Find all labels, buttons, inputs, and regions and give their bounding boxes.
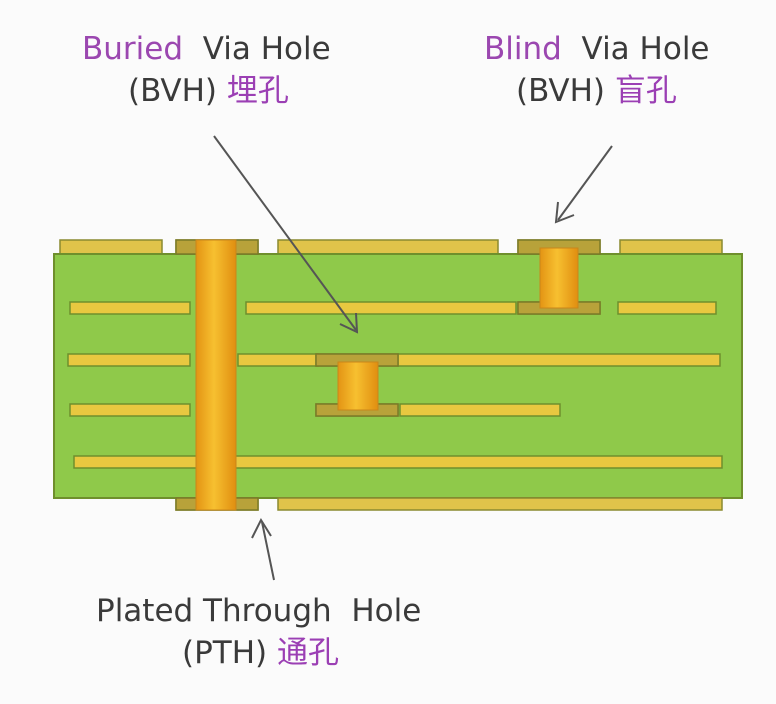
blind-via-label: Blind Via Hole (BVH) 盲孔 [484,28,710,112]
inner-trace [397,353,721,367]
buried-highlight: Buried [82,31,184,67]
inner-trace [617,301,717,315]
inner-trace [237,353,319,367]
pth-line1: Plated Through Hole [96,593,422,629]
top-pad [619,239,723,255]
buried-chinese: 埋孔 [226,73,289,109]
pth-chinese: 通孔 [277,635,339,671]
inner-trace [245,301,517,315]
arrow-to-blind-via [554,145,613,224]
inner-trace [69,301,191,315]
arrow-to-pth [251,517,275,581]
inner-trace [69,403,191,417]
arrow-to-buried-via [213,135,359,334]
blind-via-barrel [539,247,579,309]
pth-abbr: (PTH) [182,635,268,671]
buried-abbr: (BVH) [128,73,218,109]
inner-trace [399,403,561,417]
buried-rest: Via Hole [202,31,331,67]
blind-abbr: (BVH) [516,73,606,109]
buried-via-label: Buried Via Hole (BVH) 埋孔 [82,28,331,112]
blind-highlight: Blind [484,31,562,67]
blind-chinese: 盲孔 [614,73,677,109]
buried-via-barrel [337,361,379,411]
pth-barrel [195,239,237,511]
top-pad [277,239,499,255]
bottom-pad [277,497,723,511]
inner-trace [67,353,191,367]
blind-rest: Via Hole [581,31,710,67]
pth-label: Plated Through Hole (PTH) 通孔 [96,590,421,674]
top-pad [59,239,163,255]
inner-trace [73,455,723,469]
